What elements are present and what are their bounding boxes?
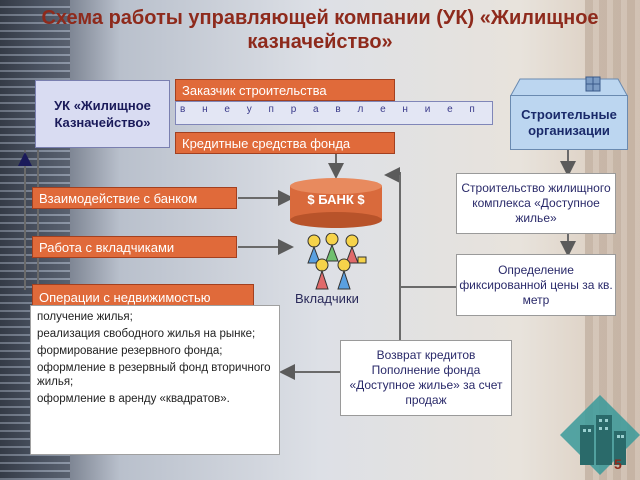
page-number: 5: [614, 456, 622, 472]
uk-box: УК «Жилищное Казначейство»: [35, 80, 170, 148]
vertical-text: в н е у п р а в л е н и е п р о: [180, 104, 493, 115]
depositors-icon: [307, 233, 367, 290]
depositors-caption: Вкладчики: [295, 291, 359, 306]
return-box: Возврат кредитов Пополнение фонда «Досту…: [340, 340, 512, 416]
bank-cylinder-icon: [290, 178, 382, 228]
builders-box: Строительные организации: [510, 95, 628, 150]
city-buildings-icon: [560, 395, 640, 475]
price-box: Определение фиксированной цены за кв. ме…: [456, 254, 616, 316]
credit-label: Кредитные средства фонда: [175, 132, 395, 154]
bank-interaction-label: Взаимодействие с банком: [32, 187, 237, 209]
customer-label: Заказчик строительства: [175, 79, 395, 101]
depositors-work-label: Работа с вкладчиками: [32, 236, 237, 258]
list-item: оформление в резервный фонд вторичного ж…: [37, 362, 271, 388]
list-item: реализация свободного жилья на рынке;: [37, 328, 256, 340]
vertical-text-strip: в н е у п р а в л е н и е п р о: [175, 101, 493, 125]
construction-box: Строительство жилищного комплекса «Досту…: [456, 173, 616, 234]
page-title: Схема работы управляющей компании (УК) «…: [41, 7, 599, 53]
operations-list: получение жилья; реализация свободного ж…: [30, 305, 280, 455]
list-item: формирование резервного фонда;: [37, 345, 223, 357]
list-item: оформление в аренду «квадратов».: [37, 393, 230, 405]
builders-roof-icon: [510, 76, 628, 97]
list-item: получение жилья;: [37, 311, 133, 323]
bank-label: $ БАНК $: [307, 191, 365, 207]
